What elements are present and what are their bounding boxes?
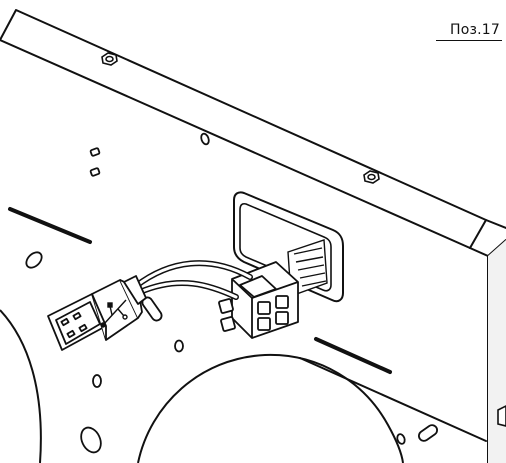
large-oval-hole <box>80 426 102 454</box>
left-large-cutout <box>0 309 42 463</box>
square-slot <box>89 167 101 177</box>
figure-caption: Поз.17 <box>435 22 502 41</box>
panel-ribs <box>8 207 487 442</box>
oval-slot <box>418 424 438 442</box>
round-hole <box>92 374 102 388</box>
round-hole <box>200 132 210 146</box>
round-hole <box>396 433 406 445</box>
cable-passthrough-window <box>233 191 344 303</box>
square-slot <box>89 147 101 157</box>
usb-trident-icon <box>100 299 128 328</box>
round-hole <box>174 339 184 353</box>
usb-cable <box>133 260 253 300</box>
oval-slot <box>25 251 43 269</box>
panel-side-face <box>488 240 506 463</box>
multi-pin-connector <box>218 261 299 339</box>
usb-a-plug <box>47 275 147 351</box>
hex-nut <box>497 405 506 427</box>
hex-nut <box>101 52 118 66</box>
center-large-cutout <box>137 353 404 463</box>
hex-nut <box>363 170 380 184</box>
